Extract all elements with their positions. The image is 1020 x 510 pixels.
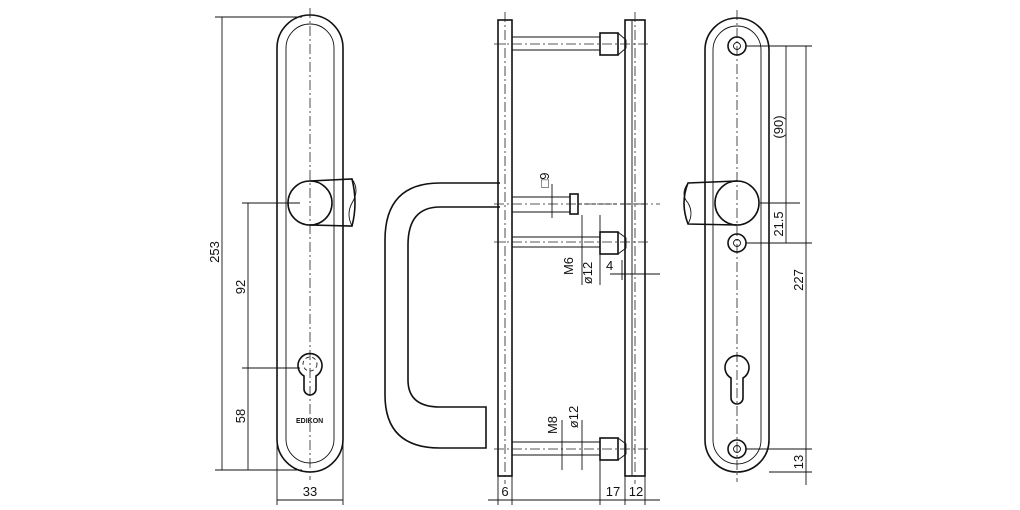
dim-6: 6 — [501, 484, 508, 499]
front-view: EDIKON 253 92 58 33 — [207, 8, 357, 505]
dim-4: 4 — [606, 258, 613, 273]
dim-90: (90) — [771, 115, 786, 138]
dim-13: 13 — [791, 455, 806, 469]
lower-bolt-head — [599, 437, 619, 461]
cylinder-keyhole — [297, 352, 323, 396]
dim-m6: M6 — [561, 257, 576, 275]
dim-92: 92 — [233, 280, 248, 294]
dim-dia-12-lower: ø12 — [566, 406, 581, 428]
keyhole-top-hidden — [302, 356, 318, 372]
dim-m8: M8 — [545, 416, 560, 434]
back-view: (90) 21.5 227 13 — [683, 10, 812, 485]
dim-21-5: 21.5 — [771, 211, 786, 236]
back-handle-stub — [683, 180, 738, 226]
dim-dia-12-upper: ø12 — [580, 262, 595, 284]
back-cylinder-keyhole — [724, 354, 750, 405]
dim-12-back: 12 — [629, 484, 643, 499]
middle-screw-head — [599, 231, 619, 255]
dim-58: 58 — [233, 409, 248, 423]
dim-17: 17 — [606, 484, 620, 499]
dim-227: 227 — [791, 269, 806, 291]
dim-square-9: □9 — [537, 172, 552, 187]
handle-break-line — [348, 178, 357, 227]
upper-bolt-head — [599, 32, 619, 56]
side-view: □9 M6 ø12 4 M8 ø12 6 17 12 — [384, 12, 660, 505]
u-handle-lever — [384, 182, 500, 449]
dim-253: 253 — [207, 241, 222, 263]
dim-33: 33 — [303, 484, 317, 499]
plate-brand-label: EDIKON — [296, 418, 323, 425]
